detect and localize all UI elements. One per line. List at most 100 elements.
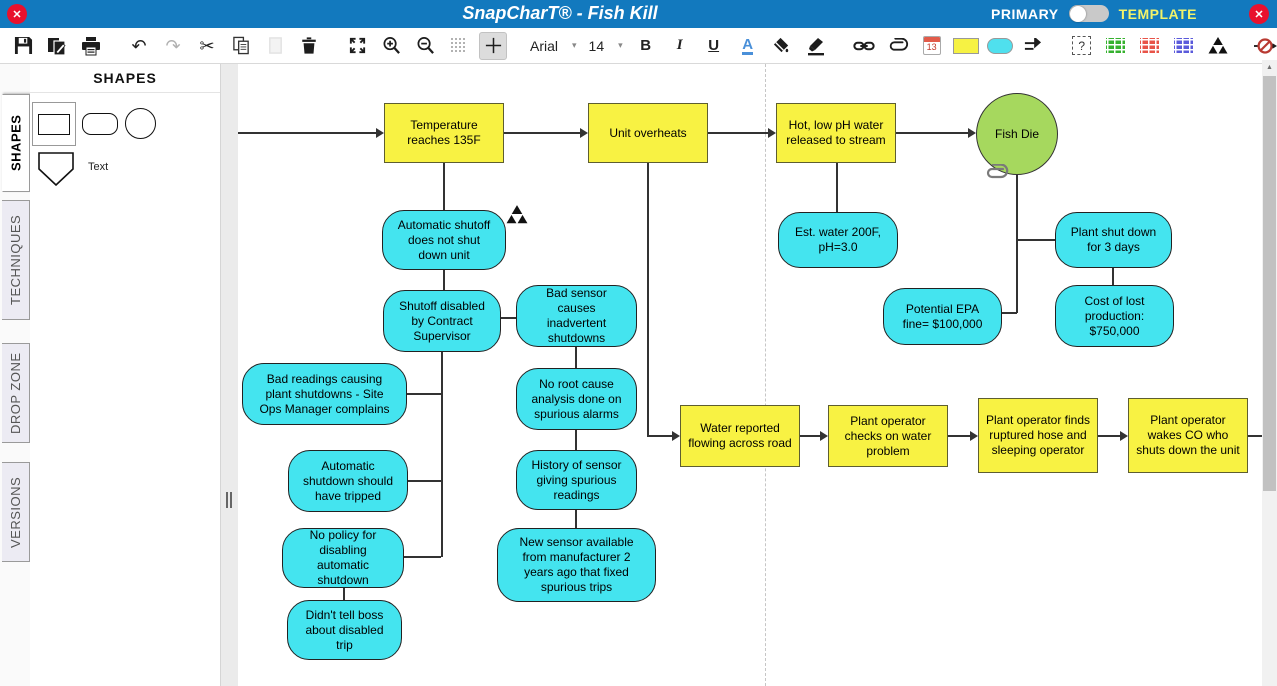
schedule-button[interactable]: 13	[918, 32, 946, 60]
rounded-rectangle-tool[interactable]	[82, 113, 118, 135]
causal-factor-triangles-icon[interactable]	[506, 205, 528, 224]
bold-icon: B	[640, 37, 652, 54]
root-cause-tree-button[interactable]	[1204, 32, 1232, 60]
fill-color-button[interactable]	[768, 32, 796, 60]
fit-to-screen-button[interactable]	[343, 32, 371, 60]
attachment-button[interactable]	[884, 32, 912, 60]
save-button[interactable]	[9, 32, 37, 60]
close-icon[interactable]: ✕	[7, 4, 27, 24]
print-button[interactable]	[77, 32, 105, 60]
fill-bucket-icon	[774, 37, 789, 53]
toggle-knob	[1069, 5, 1086, 22]
help-button[interactable]: ?	[1068, 32, 1096, 60]
connector	[647, 435, 672, 437]
add-condition-shape-button[interactable]	[986, 32, 1014, 60]
condition-node[interactable]: No policy for disabling automatic shutdo…	[282, 528, 404, 588]
fit-to-screen-icon	[349, 37, 365, 54]
red-dictionary-button[interactable]	[1136, 32, 1164, 60]
redo-icon: ↷	[165, 35, 181, 56]
underline-button[interactable]: U	[700, 32, 728, 60]
trash-icon	[302, 37, 316, 54]
event-node[interactable]: Temperature reaches 135F	[384, 103, 504, 163]
copy-button[interactable]	[227, 32, 255, 60]
condition-node[interactable]: No root cause analysis done on spurious …	[516, 368, 637, 430]
condition-node[interactable]: Bad readings causing plant shutdowns - S…	[242, 363, 407, 425]
event-node[interactable]: Hot, low pH water released to stream	[776, 103, 896, 163]
undo-button[interactable]: ↶	[125, 32, 153, 60]
tab-drop-zone[interactable]: DROP ZONE	[2, 343, 30, 443]
condition-shape-icon	[986, 37, 1013, 54]
tab-versions[interactable]: VERSIONS	[2, 462, 30, 562]
no-go-button[interactable]	[1252, 32, 1277, 60]
condition-node[interactable]: History of sensor giving spurious readin…	[516, 450, 637, 510]
font-family-select[interactable]: Arial ▾	[524, 38, 583, 54]
tab-shapes[interactable]: SHAPES	[2, 94, 30, 192]
attachment-paperclip-icon[interactable]	[984, 164, 1010, 182]
text-tool[interactable]: Text	[88, 161, 109, 173]
export-report-button[interactable]	[43, 32, 71, 60]
condition-node[interactable]: Bad sensor causes inadvertent shutdowns	[516, 285, 637, 347]
condition-node[interactable]: Cost of lost production: $750,000	[1055, 285, 1174, 347]
circle-tool[interactable]	[125, 108, 156, 139]
font-family-value: Arial	[530, 37, 559, 54]
paste-icon	[268, 37, 282, 54]
connector	[575, 430, 577, 450]
calendar-day: 13	[926, 42, 937, 52]
grid-toggle-button[interactable]	[445, 32, 473, 60]
event-node[interactable]: Water reported flowing across road	[680, 405, 800, 467]
condition-node[interactable]: Est. water 200F, pH=3.0	[778, 212, 898, 268]
panel-gutter	[220, 64, 238, 686]
condition-node[interactable]: Automatic shutdown should have tripped	[288, 450, 408, 512]
close-icon[interactable]: ✕	[1249, 4, 1269, 24]
link-button[interactable]	[850, 32, 878, 60]
font-size-value: 14	[588, 37, 605, 54]
cut-button[interactable]: ✂	[193, 32, 221, 60]
add-connector-button[interactable]	[1020, 32, 1048, 60]
condition-node[interactable]: New sensor available from manufacturer 2…	[497, 528, 656, 602]
connector	[408, 480, 441, 482]
scroll-up-icon[interactable]: ▲	[1266, 64, 1273, 71]
shapes-panel-header: SHAPES	[30, 70, 220, 93]
panel-splitter-handle[interactable]	[226, 492, 235, 508]
snap-crosshair-button[interactable]	[479, 31, 507, 60]
green-dictionary-button[interactable]	[1102, 32, 1130, 60]
blue-dictionary-button[interactable]	[1170, 32, 1198, 60]
scrollbar-thumb[interactable]	[1263, 76, 1276, 491]
bold-button[interactable]: B	[632, 32, 660, 60]
condition-node[interactable]: Didn't tell boss about disabled trip	[287, 600, 402, 660]
outcome-node[interactable]: Fish Die	[976, 93, 1058, 175]
vertical-scrollbar[interactable]: ▲	[1262, 60, 1277, 686]
red-wall-icon	[1140, 38, 1159, 53]
condition-node[interactable]: Plant shut down for 3 days	[1055, 212, 1172, 268]
connector	[575, 510, 577, 528]
primary-template-toggle[interactable]	[1068, 5, 1109, 22]
italic-button[interactable]: I	[666, 32, 694, 60]
condition-node[interactable]: Potential EPA fine= $100,000	[883, 288, 1002, 345]
redo-button[interactable]: ↷	[159, 32, 187, 60]
condition-node[interactable]: Automatic shutoff does not shut down uni…	[382, 210, 506, 270]
question-mark-icon: ?	[1072, 36, 1092, 55]
paste-button[interactable]	[261, 32, 289, 60]
event-node[interactable]: Plant operator finds ruptured hose and s…	[978, 398, 1098, 473]
font-size-select[interactable]: 14 ▾	[583, 38, 629, 54]
highlight-button[interactable]	[802, 32, 830, 60]
chart-canvas[interactable]: Temperature reaches 135F Unit overheats …	[238, 64, 1262, 686]
rectangle-tool-selected[interactable]	[32, 102, 76, 146]
add-event-shape-button[interactable]	[952, 32, 980, 60]
condition-node[interactable]: Shutoff disabled by Contract Supervisor	[383, 290, 501, 352]
font-color-button[interactable]: A	[734, 32, 762, 60]
crosshair-icon	[485, 37, 501, 54]
pentagon-tool[interactable]	[38, 152, 74, 191]
print-icon	[82, 36, 100, 55]
event-node[interactable]: Plant operator wakes CO who shuts down t…	[1128, 398, 1248, 473]
event-node[interactable]: Unit overheats	[588, 103, 708, 163]
zoom-out-button[interactable]	[411, 32, 439, 60]
tab-techniques[interactable]: TECHNIQUES	[2, 200, 30, 320]
delete-button[interactable]	[295, 32, 323, 60]
toolbar: ↶ ↷ ✂ Arial ▾	[0, 28, 1277, 64]
event-node[interactable]: Plant operator checks on water problem	[828, 405, 948, 467]
connector	[1002, 312, 1017, 314]
zoom-in-button[interactable]	[377, 32, 405, 60]
connector	[501, 317, 516, 319]
